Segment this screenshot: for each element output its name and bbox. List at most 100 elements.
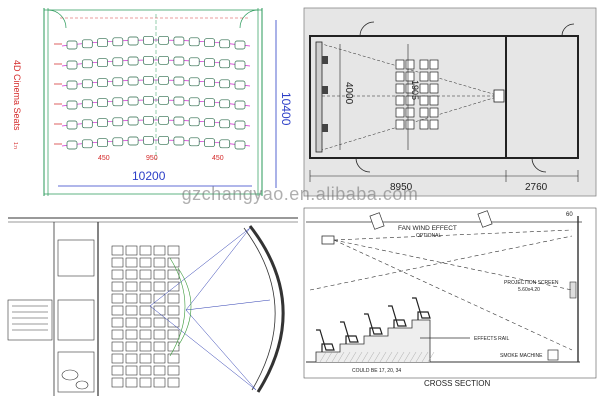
floor-seat	[395, 59, 405, 70]
plan-seat	[127, 76, 139, 86]
cross-section-top-dim: 60	[566, 212, 573, 218]
plan-seat	[143, 135, 154, 145]
hall-seat	[153, 353, 166, 364]
hall-seat	[139, 317, 152, 328]
hall-seat	[111, 365, 124, 376]
cross-section-fan-sub: OPTIONAL	[416, 233, 442, 239]
floor-projection-line	[321, 95, 501, 151]
floor-seat	[395, 83, 405, 94]
hall-plan-room-1	[57, 239, 95, 277]
hall-seat	[125, 293, 138, 304]
plan-seat	[66, 140, 78, 150]
plan-seat	[158, 115, 169, 125]
hall-seat	[167, 317, 180, 328]
plan-seat	[143, 75, 154, 85]
floor-seat	[405, 95, 415, 106]
floor-plan-speaker-3	[322, 124, 328, 132]
cross-section-title: CROSS SECTION	[424, 379, 490, 388]
plan-seat	[173, 136, 185, 146]
plan-seat	[143, 115, 154, 125]
plan-seat	[97, 98, 108, 108]
hall-seat	[153, 329, 166, 340]
plan-seat	[204, 98, 215, 108]
floor-seat	[429, 71, 439, 82]
plan-door-top-right	[239, 9, 259, 29]
hall-seat	[167, 365, 180, 376]
plan-spacing-label-2: 950	[146, 155, 158, 162]
plan-seat	[158, 75, 169, 85]
hall-plan-seats	[111, 245, 180, 388]
cross-section-frame	[303, 207, 597, 379]
plan-seat	[158, 55, 169, 65]
floor-plan-door-2	[355, 157, 371, 173]
floor-seat	[419, 83, 429, 94]
floor-seat	[405, 71, 415, 82]
hall-seat	[125, 305, 138, 316]
plan-seat	[219, 39, 231, 49]
hall-seat	[111, 293, 124, 304]
hall-seat	[139, 257, 152, 268]
panel-seat-plan: 4D Cinema Seats 1:n 10400 10200 450 950 …	[0, 0, 300, 200]
plan-seat	[204, 138, 215, 148]
hall-seat	[139, 293, 152, 304]
cross-section-smoke-machine	[547, 349, 559, 361]
plan-width-label: 10200	[132, 169, 166, 183]
plan-seat	[219, 79, 231, 89]
hall-plan-stairs	[12, 305, 48, 331]
hall-plan-room-2	[57, 299, 95, 341]
plan-seat	[81, 99, 93, 109]
hall-plan-screen-arc	[248, 225, 285, 393]
hall-seat	[125, 341, 138, 352]
floor-projection-line	[321, 43, 501, 97]
floor-seat	[429, 83, 439, 94]
plan-seat	[97, 78, 108, 88]
floor-plan-dim-bottom-side: 2760	[525, 182, 548, 193]
floor-seat	[405, 119, 415, 130]
hall-seat	[139, 281, 152, 292]
plan-seat	[112, 97, 124, 107]
hall-plan-room-3	[7, 299, 53, 341]
hall-plan-room-4	[57, 351, 95, 393]
cross-section-hatch	[367, 351, 375, 363]
floor-seat	[395, 119, 405, 130]
plan-seat	[112, 37, 124, 47]
hall-plan-fixture-2	[75, 380, 89, 390]
plan-seat	[127, 56, 139, 66]
floor-plan-door-4	[561, 23, 575, 37]
cross-section-hatch	[427, 351, 435, 363]
cross-section-hatch	[343, 351, 351, 363]
plan-seat	[219, 139, 231, 149]
plan-seat	[66, 100, 78, 110]
floor-seat	[405, 83, 415, 94]
plan-seat	[173, 96, 185, 106]
plan-spacing-label-1: 450	[98, 155, 110, 162]
floor-plan-dim-bottom-main: 8950	[390, 182, 413, 193]
cross-section-hatch	[349, 351, 357, 363]
hall-seat	[139, 245, 152, 256]
plan-seat	[204, 78, 215, 88]
floor-seat	[419, 71, 429, 82]
cross-section-stepped-floor	[306, 319, 431, 363]
plan-side-title: 4D Cinema Seats	[12, 60, 22, 131]
plan-seat	[234, 120, 246, 130]
panel-cross-section: 60 FAN WIND EFFECT OPTIONAL PROJECTION S…	[300, 200, 600, 400]
hall-seat	[125, 257, 138, 268]
plan-seat	[127, 36, 139, 46]
panel-floor-plan: 4000 1905 8950 2760	[300, 0, 600, 200]
hall-seat	[111, 269, 124, 280]
floor-plan-screen	[315, 41, 323, 153]
plan-seat	[66, 40, 78, 50]
plan-seat	[188, 97, 200, 107]
hall-seat	[125, 353, 138, 364]
hall-seat	[111, 317, 124, 328]
plan-seat	[204, 58, 215, 68]
cross-section-hatch	[373, 351, 381, 363]
plan-seat	[204, 38, 215, 48]
hall-seat	[111, 305, 124, 316]
hall-seat	[153, 377, 166, 388]
plan-seat	[234, 40, 246, 50]
plan-seat	[158, 95, 169, 105]
hall-seat	[125, 377, 138, 388]
plan-seat	[188, 37, 200, 47]
plan-scale: 1:n	[12, 142, 18, 149]
